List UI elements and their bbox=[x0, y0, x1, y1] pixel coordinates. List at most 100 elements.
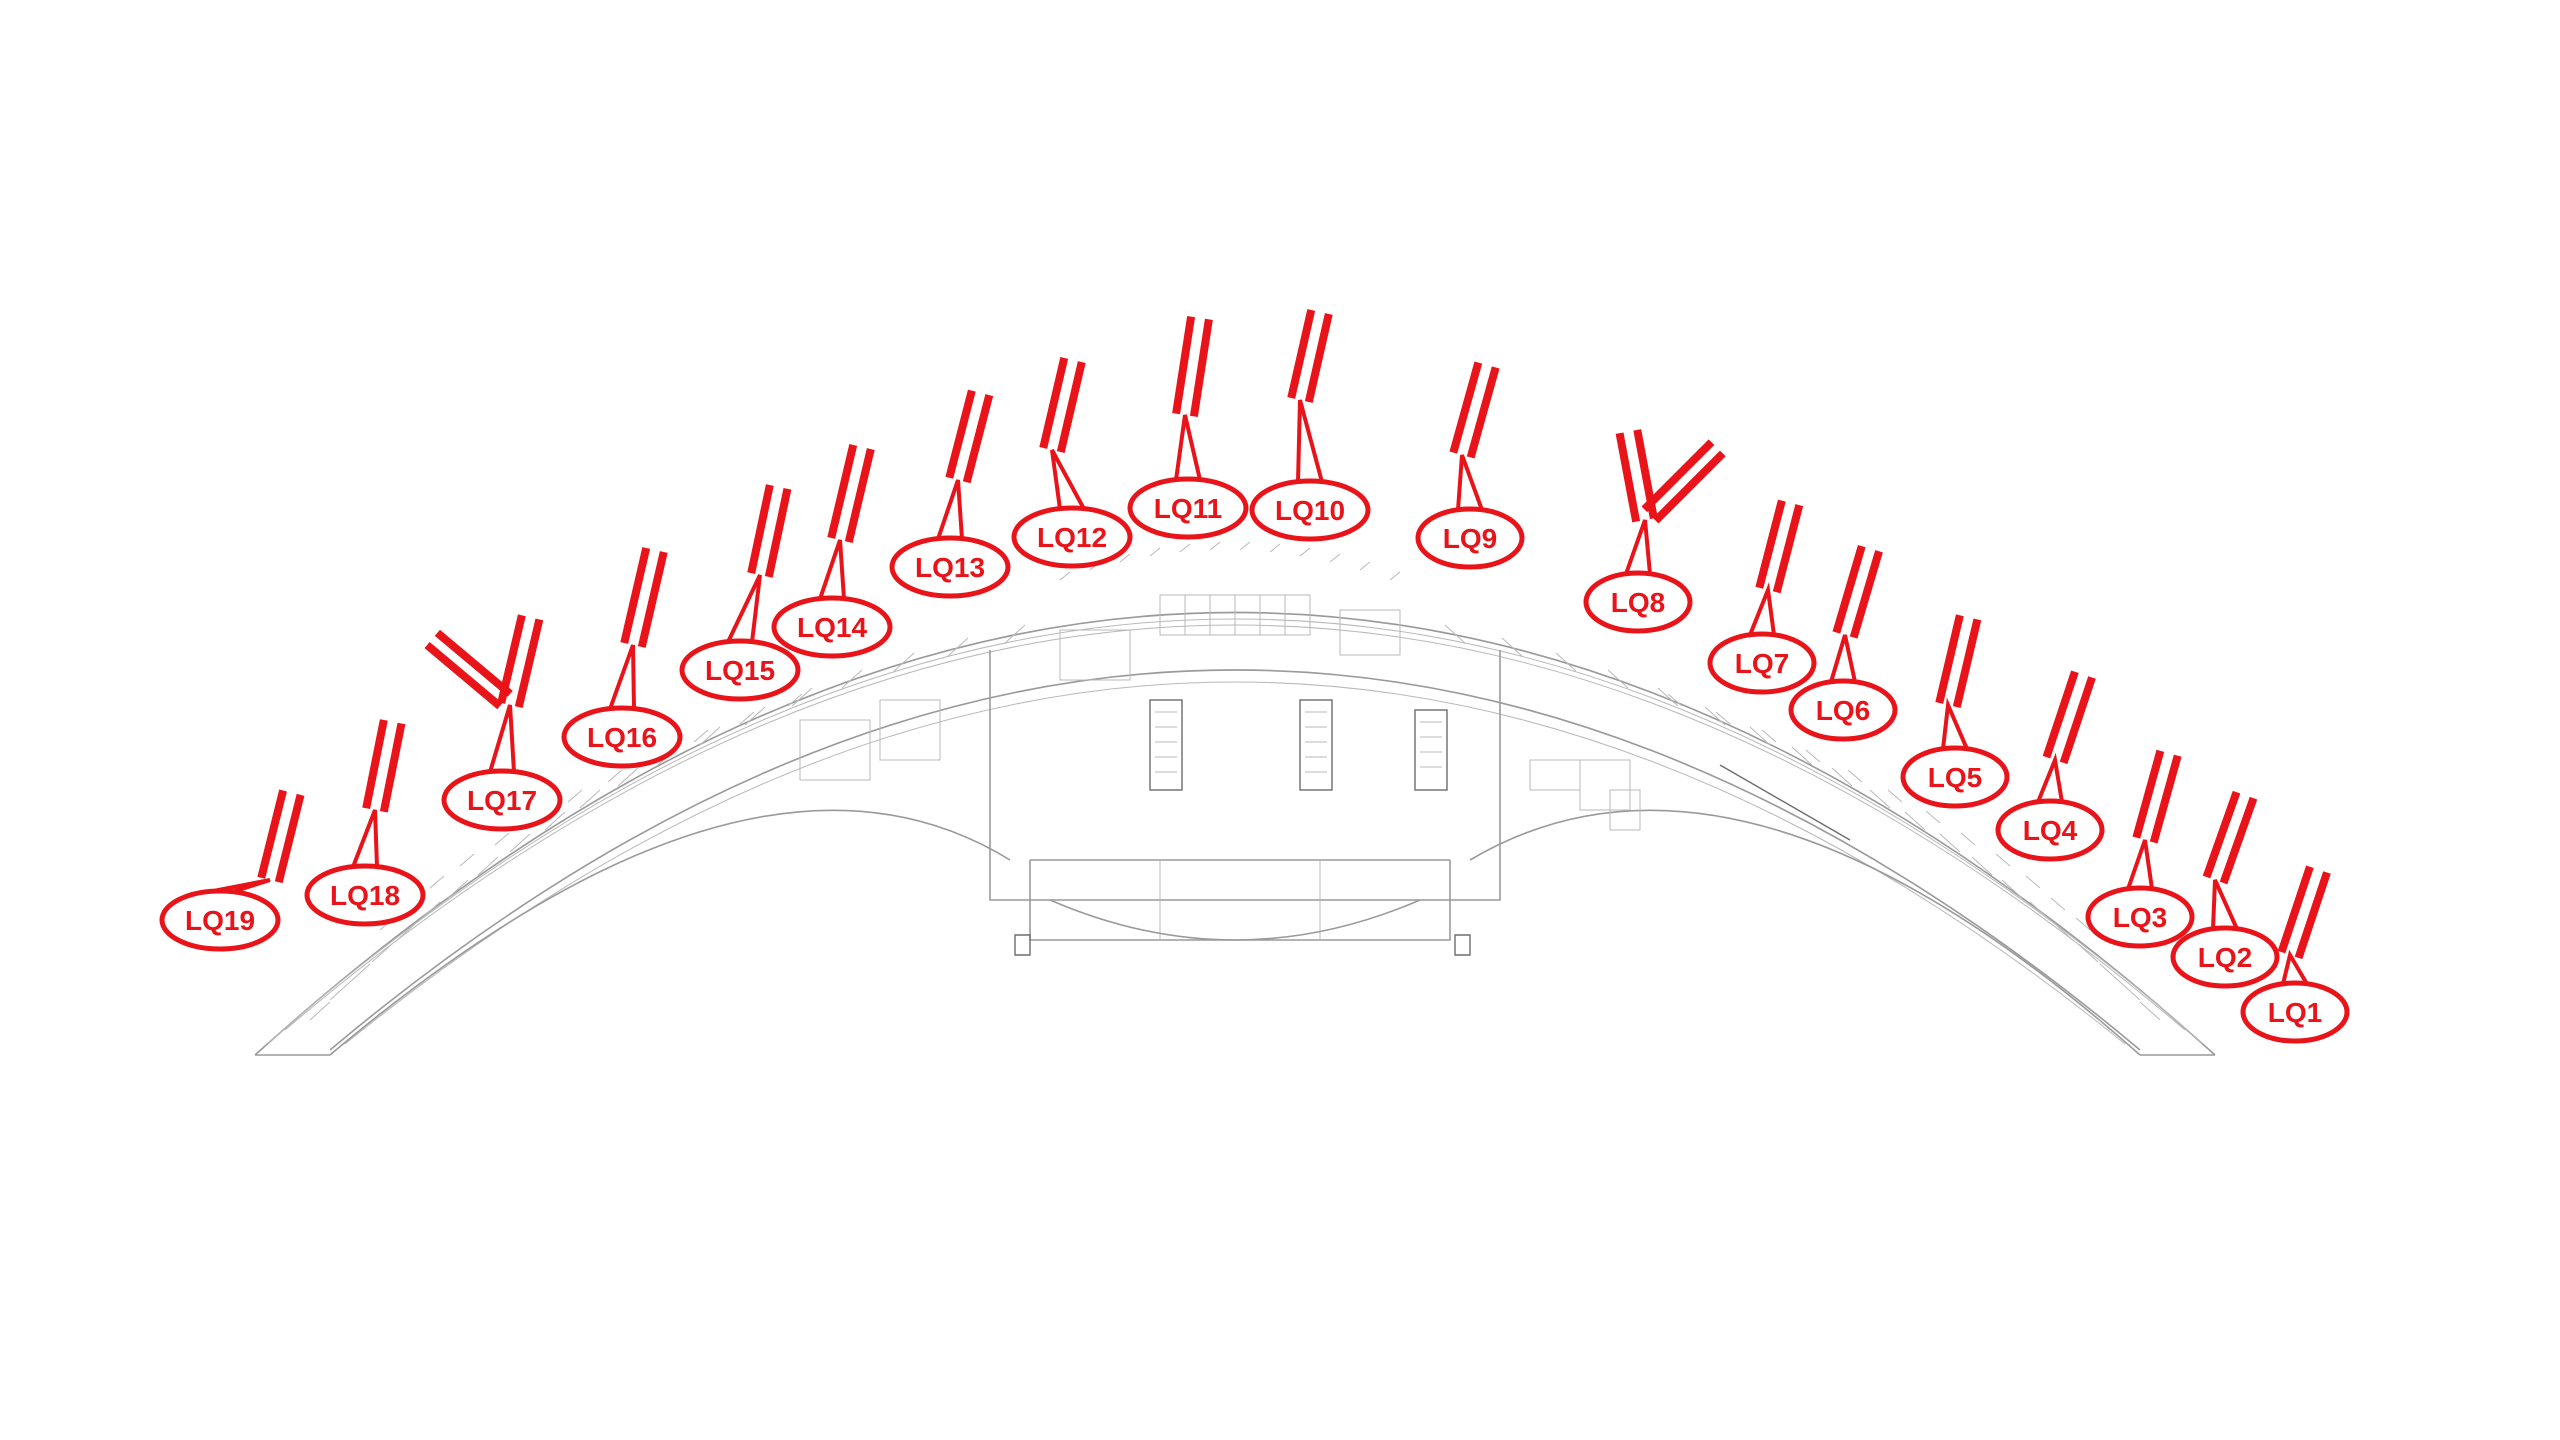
gate-label-lq3: LQ3 bbox=[2113, 902, 2167, 933]
callout-leader-lq1 bbox=[2281, 949, 2309, 986]
boarding-bridge-lq8-1 bbox=[1615, 432, 1641, 523]
gate-lq4: LQ4 bbox=[1995, 670, 2105, 862]
callout-leader-lq14 bbox=[818, 539, 846, 600]
gate-label-lq12: LQ12 bbox=[1037, 522, 1107, 553]
callout-leader-lq2 bbox=[2211, 879, 2239, 930]
boarding-bridge-lq4-1 bbox=[2042, 670, 2079, 759]
gate-lq1: LQ1 bbox=[2240, 865, 2350, 1044]
gate-lq7: LQ7 bbox=[1707, 499, 1817, 695]
callout-leader-lq9 bbox=[1456, 454, 1484, 511]
gate-label-lq1: LQ1 bbox=[2268, 997, 2322, 1028]
callout-ellipse-lq4 bbox=[1995, 798, 2105, 862]
gate-label-lq9: LQ9 bbox=[1443, 523, 1497, 554]
gate-label-lq7: LQ7 bbox=[1735, 648, 1789, 679]
gate-label-lq5: LQ5 bbox=[1928, 762, 1982, 793]
gate-lq18: LQ18 bbox=[304, 719, 426, 927]
boarding-bridge-lq8-diag-2 bbox=[1652, 450, 1726, 524]
callout-ellipse-lq8 bbox=[1583, 570, 1693, 634]
gate-lq9: LQ9 bbox=[1415, 361, 1525, 570]
boarding-bridge-lq8-diag-1 bbox=[1641, 439, 1715, 513]
boarding-bridge-lq5-2 bbox=[1952, 618, 1982, 708]
boarding-bridge-lq19-1 bbox=[257, 789, 287, 879]
gate-label-lq15: LQ15 bbox=[705, 655, 775, 686]
checkin-island-1 bbox=[1149, 699, 1183, 791]
gate-label-lq13: LQ13 bbox=[915, 552, 985, 583]
callout-ellipse-lq6 bbox=[1788, 678, 1898, 742]
callout-leader-lq3 bbox=[2126, 839, 2154, 890]
boarding-bridge-lq5-1 bbox=[1935, 614, 1964, 704]
gate-lq6: LQ6 bbox=[1788, 544, 1898, 742]
boarding-bridge-lq17-1 bbox=[497, 614, 526, 704]
gate-lq10: LQ10 bbox=[1249, 309, 1371, 542]
gate-lq13: LQ13 bbox=[889, 389, 1011, 599]
boarding-bridge-lq16-2 bbox=[637, 551, 668, 648]
boarding-bridge-lq2-2 bbox=[2219, 796, 2258, 885]
callout-ellipse-lq3 bbox=[2085, 885, 2195, 949]
boarding-bridge-lq12-2 bbox=[1056, 361, 1086, 453]
gate-label-lq19: LQ19 bbox=[185, 905, 255, 936]
seating-right bbox=[1444, 624, 2161, 1021]
callout-ellipse-lq15 bbox=[679, 638, 801, 702]
seating-left bbox=[309, 624, 1026, 1021]
callout-leader-lq13 bbox=[936, 479, 964, 540]
gate-label-lq10: LQ10 bbox=[1275, 495, 1345, 526]
gate-lq2: LQ2 bbox=[2170, 790, 2280, 989]
callout-ellipse-lq12 bbox=[1011, 505, 1133, 569]
callout-ellipse-lq14 bbox=[771, 595, 893, 659]
gate-lq11: LQ11 bbox=[1127, 316, 1249, 540]
boarding-bridge-lq15-2 bbox=[764, 487, 792, 578]
boarding-bridge-lq7-1 bbox=[1755, 499, 1786, 589]
callout-ellipse-lq18 bbox=[304, 863, 426, 927]
boarding-bridge-lq12-1 bbox=[1039, 357, 1069, 449]
gate-lq17: LQ17 bbox=[424, 614, 563, 832]
boarding-bridge-lq14-1 bbox=[827, 444, 858, 539]
callout-leader-lq5 bbox=[1941, 697, 1969, 750]
callout-ellipse-lq16 bbox=[561, 705, 683, 769]
callout-ellipse-lq11 bbox=[1127, 476, 1249, 540]
boarding-bridge-lq17-2 bbox=[514, 618, 544, 708]
gate-lq15: LQ15 bbox=[679, 484, 801, 702]
callout-leader-lq10 bbox=[1296, 399, 1324, 483]
callout-ellipse-lq17 bbox=[441, 768, 563, 832]
callout-leader-lq19 bbox=[207, 878, 271, 894]
boarding-bridge-lq4-2 bbox=[2059, 676, 2096, 765]
callout-leader-lq8 bbox=[1624, 519, 1652, 575]
callout-leader-lq11 bbox=[1174, 414, 1202, 481]
boarding-bridge-lq3-1 bbox=[2132, 749, 2165, 839]
gate-label-lq11: LQ11 bbox=[1154, 493, 1222, 524]
boarding-bridge-lq1-2 bbox=[2294, 871, 2331, 960]
callout-ellipse-lq7 bbox=[1707, 631, 1817, 695]
callout-leader-lq17 bbox=[488, 704, 516, 773]
gate-lq16: LQ16 bbox=[561, 547, 683, 769]
callout-leader-lq12 bbox=[1050, 449, 1086, 510]
callout-leader-lq4 bbox=[2036, 752, 2064, 803]
gate-lq12: LQ12 bbox=[1011, 357, 1133, 569]
gate-layer: LQ1LQ2LQ3LQ4LQ5LQ6LQ7LQ8LQ9LQ10LQ11LQ12L… bbox=[159, 309, 2350, 1044]
boarding-bridge-lq9-2 bbox=[1466, 366, 1500, 459]
callout-leader-lq18 bbox=[351, 809, 379, 868]
boarding-bridge-lq3-2 bbox=[2149, 754, 2182, 844]
boarding-bridge-lq11-2 bbox=[1189, 318, 1213, 417]
boarding-bridge-lq10-2 bbox=[1304, 313, 1333, 403]
gate-label-lq6: LQ6 bbox=[1816, 695, 1870, 726]
boarding-bridge-lq14-2 bbox=[844, 448, 875, 543]
callout-leader-lq6 bbox=[1829, 634, 1857, 683]
gate-label-lq16: LQ16 bbox=[587, 722, 657, 753]
callout-leader-lq16 bbox=[608, 644, 636, 710]
boarding-bridge-lq9-1 bbox=[1449, 361, 1483, 454]
boarding-bridge-lq11-1 bbox=[1172, 316, 1196, 415]
boarding-bridge-lq10-1 bbox=[1287, 309, 1316, 399]
boarding-bridge-lq18-1 bbox=[362, 719, 388, 810]
gate-lq14: LQ14 bbox=[771, 444, 893, 659]
gate-lq5: LQ5 bbox=[1900, 614, 2010, 809]
gate-lq19: LQ19 bbox=[159, 789, 305, 952]
boarding-bridge-lq18-2 bbox=[379, 722, 406, 813]
boarding-bridge-lq6-2 bbox=[1849, 550, 1883, 639]
boarding-bridge-lq7-2 bbox=[1772, 504, 1804, 594]
checkin-island-2 bbox=[1299, 699, 1333, 791]
gate-lq3: LQ3 bbox=[2085, 749, 2195, 949]
gate-label-lq17: LQ17 bbox=[467, 785, 537, 816]
service-rooms bbox=[799, 594, 1641, 831]
boarding-bridge-lq19-2 bbox=[274, 793, 305, 884]
